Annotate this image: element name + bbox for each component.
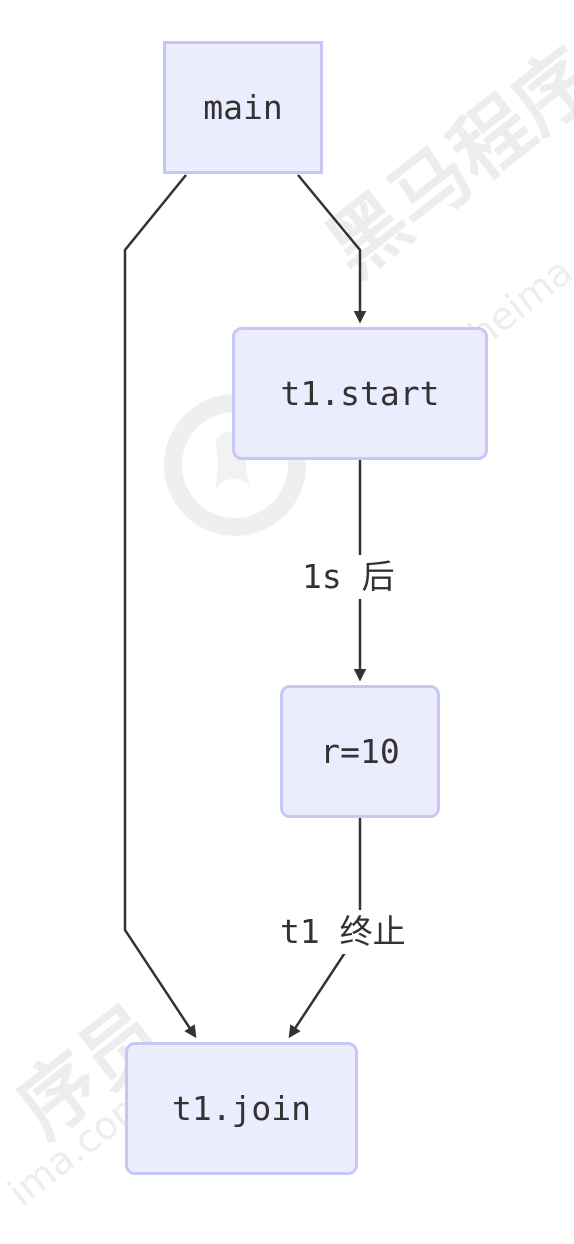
node-main[interactable]: main xyxy=(163,41,323,174)
node-t1-join-label: t1.join xyxy=(171,1089,312,1128)
node-t1-start-label: t1.start xyxy=(280,374,440,413)
node-main-label: main xyxy=(203,88,283,127)
node-r-equals-10[interactable]: r=10 xyxy=(280,685,440,818)
edge-main-to-join xyxy=(123,174,197,1039)
node-t1-start[interactable]: t1.start xyxy=(232,327,488,460)
edge-label-r-to-join: t1 终止 xyxy=(276,910,410,954)
node-t1-join[interactable]: t1.join xyxy=(125,1042,358,1175)
edge-label-start-to-r: 1s 后 xyxy=(298,555,399,599)
edge-main-to-start xyxy=(297,174,367,324)
node-r-label: r=10 xyxy=(320,732,400,771)
